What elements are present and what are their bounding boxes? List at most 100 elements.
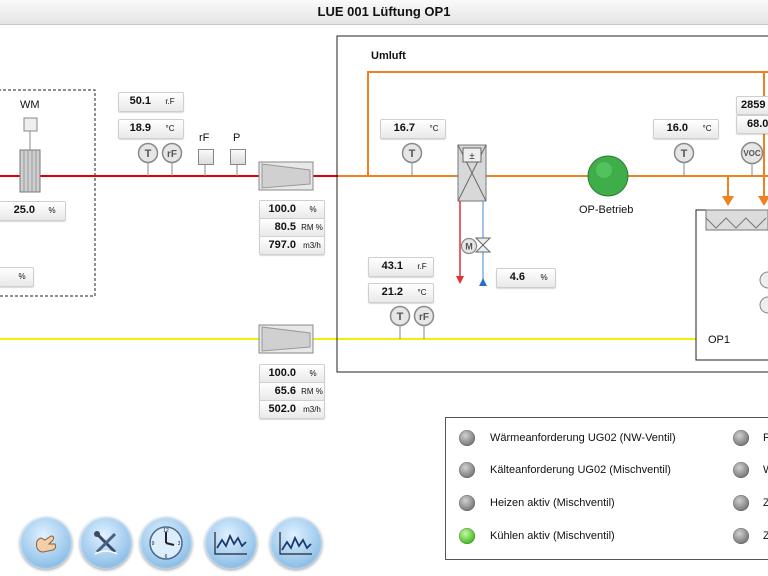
voc-sensor-icon[interactable]: VOC xyxy=(740,141,764,165)
umluft-temp-unit: °C xyxy=(429,124,439,133)
coil-temp-unit: °C xyxy=(417,288,427,297)
wm-unit: % xyxy=(48,206,56,215)
wm-frame xyxy=(0,89,96,297)
window-title: LUE 001 Lüftung OP1 xyxy=(0,0,768,25)
right-value-1: 2859 xyxy=(741,99,766,111)
trend-chart-icon xyxy=(214,532,247,555)
svg-text:T: T xyxy=(397,311,404,323)
svg-text:12: 12 xyxy=(163,528,169,534)
svg-text:6: 6 xyxy=(165,554,168,560)
status-led-right-2 xyxy=(733,495,749,511)
supply-flow-value: 797.0 xyxy=(268,239,296,251)
right-value-box-1: 2859 xyxy=(736,96,768,115)
outdoor-temp-value: 18.9 xyxy=(129,122,151,134)
sensor-p-label: P xyxy=(233,132,241,144)
exhaust-flow-value: 502.0 xyxy=(268,403,296,415)
voc-text: VOC xyxy=(743,149,761,158)
exhaust-flow-box: 502.0 m3/h xyxy=(259,400,325,419)
supply-fan-rm-unit: RM % xyxy=(301,223,323,232)
umluft-duct-line xyxy=(367,71,768,176)
mixing-valve-icon xyxy=(474,237,492,253)
status-label-right-1: W xyxy=(763,464,768,476)
op-temp-box: 16.0 °C xyxy=(653,119,719,139)
status-label-left-1: Kälteanforderung UG02 (Mischventil) xyxy=(490,464,671,476)
wm-value-box-2: % xyxy=(0,267,34,287)
supply-arrow-icon xyxy=(722,196,734,206)
coil-temp-box: 21.2 °C xyxy=(368,283,434,303)
exhaust-fan-speed-box: 100.0 % xyxy=(259,364,325,383)
supply-fan-speed-unit: % xyxy=(309,205,317,214)
humidity-sensor-icon[interactable]: rF xyxy=(413,305,435,327)
svg-text:9: 9 xyxy=(152,541,155,547)
trend-chart-icon xyxy=(279,532,312,555)
room-label: OP1 xyxy=(708,334,731,346)
svg-text:±: ± xyxy=(469,151,475,162)
heat-recovery-icon xyxy=(19,149,41,193)
umluft-label: Umluft xyxy=(371,50,406,62)
op-temp-unit: °C xyxy=(702,124,712,133)
humidity-sensor-box[interactable] xyxy=(198,149,214,165)
temperature-sensor-icon[interactable]: T xyxy=(401,142,423,164)
pressure-sensor-box[interactable] xyxy=(230,149,246,165)
status-led-left-3 xyxy=(459,528,475,544)
motor-valve-icon[interactable]: M xyxy=(460,237,478,255)
wm-label: WM xyxy=(20,99,40,111)
valve-position-value: 4.6 xyxy=(509,271,525,283)
supply-fan-rm-value: 80.5 xyxy=(274,221,296,233)
wm-value: 25.0 xyxy=(13,204,35,216)
supply-fan-speed-value: 100.0 xyxy=(268,203,296,215)
coil-humidity-unit: r.F xyxy=(417,262,427,271)
status-led-right-1 xyxy=(733,462,749,478)
trend-chart-button-1[interactable] xyxy=(205,517,257,569)
exhaust-fan-rm-unit: RM % xyxy=(301,387,323,396)
wm-value-box: 25.0 % xyxy=(0,201,66,221)
temperature-sensor-icon[interactable]: T xyxy=(673,142,695,164)
humidity-sensor-icon[interactable]: rF xyxy=(161,142,183,164)
service-tools-button[interactable] xyxy=(80,517,132,569)
wm-sensor-box xyxy=(23,117,38,132)
temperature-sensor-icon[interactable]: T xyxy=(389,305,411,327)
status-led-left-0 xyxy=(459,430,475,446)
outdoor-temp-unit: °C xyxy=(165,124,175,133)
supply-flow-unit: m3/h xyxy=(303,241,321,250)
manual-hand-icon xyxy=(36,535,57,553)
status-label-left-2: Heizen aktiv (Mischventil) xyxy=(490,497,615,509)
manual-hand-button[interactable] xyxy=(20,517,72,569)
svg-text:rF: rF xyxy=(419,312,429,323)
status-panel: Wärmeanforderung UG02 (NW-Ventil) Kältea… xyxy=(445,417,768,560)
svg-text:rF: rF xyxy=(167,149,177,160)
right-value-2: 68.0 xyxy=(747,118,768,130)
exhaust-fan-rm-value: 65.6 xyxy=(274,385,296,397)
svg-text:T: T xyxy=(681,148,688,160)
supply-fan-rm-box: 80.5 RM % xyxy=(259,218,325,237)
outdoor-humidity-unit: r.F xyxy=(165,97,175,106)
exhaust-flow-unit: m3/h xyxy=(303,405,321,414)
coil-humidity-box: 43.1 r.F xyxy=(368,257,434,277)
valve-position-unit: % xyxy=(540,273,548,282)
op-temp-value: 16.0 xyxy=(666,122,688,134)
service-tools-icon xyxy=(94,531,118,555)
status-led-left-1 xyxy=(459,462,475,478)
right-value-box-2: 68.0 xyxy=(736,115,768,134)
room-frame xyxy=(695,209,768,361)
status-label-left-0: Wärmeanforderung UG02 (NW-Ventil) xyxy=(490,432,676,444)
svg-text:M: M xyxy=(465,242,473,252)
status-label-right-2: Z xyxy=(763,497,768,509)
umluft-temp-value: 16.7 xyxy=(393,122,415,134)
return-pipe-arrow-icon xyxy=(479,278,487,286)
valve-position-box: 4.6 % xyxy=(496,268,556,288)
exhaust-fan-speed-value: 100.0 xyxy=(268,367,296,379)
coil-humidity-value: 43.1 xyxy=(381,260,403,272)
trend-chart-button-2[interactable] xyxy=(270,517,322,569)
temperature-sensor-icon[interactable]: T xyxy=(137,142,159,164)
outdoor-humidity-value: 50.1 xyxy=(129,95,151,107)
coil-temp-value: 21.2 xyxy=(381,286,403,298)
supply-flow-box: 797.0 m3/h xyxy=(259,236,325,255)
sensor-rf-label: rF xyxy=(199,132,210,144)
umluft-temp-box: 16.7 °C xyxy=(380,119,446,139)
sensor-T-text: T xyxy=(145,148,152,160)
status-label-right-0: F xyxy=(763,432,768,444)
